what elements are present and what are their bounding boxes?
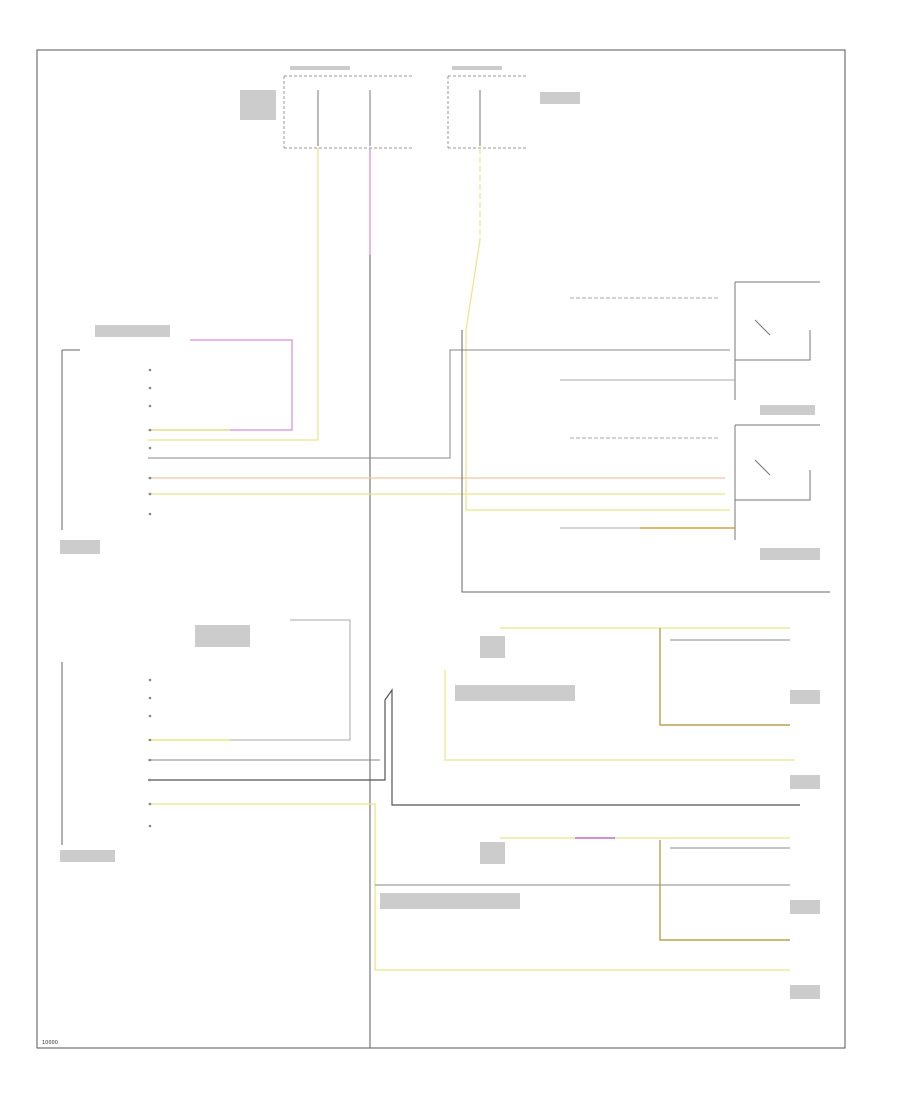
left-front-buckle (444, 627, 795, 761)
connector-pins-upper (148, 368, 152, 516)
footer-code: 10000 (42, 1040, 58, 1046)
driver-seat-module (61, 339, 730, 530)
connector-pins-lower (148, 678, 152, 828)
passenger-seat-module (61, 619, 800, 971)
diagram-border (36, 49, 846, 1049)
driver-seat-switch-box (560, 281, 820, 400)
fuse-box-left (283, 75, 414, 149)
fuse-box-right (447, 75, 528, 149)
ground-wire-mid (461, 330, 830, 593)
unreadable-labels (60, 66, 820, 999)
feed-wires (148, 148, 730, 1048)
right-front-buckle (375, 837, 790, 941)
passenger-seat-switch-box (560, 424, 820, 540)
